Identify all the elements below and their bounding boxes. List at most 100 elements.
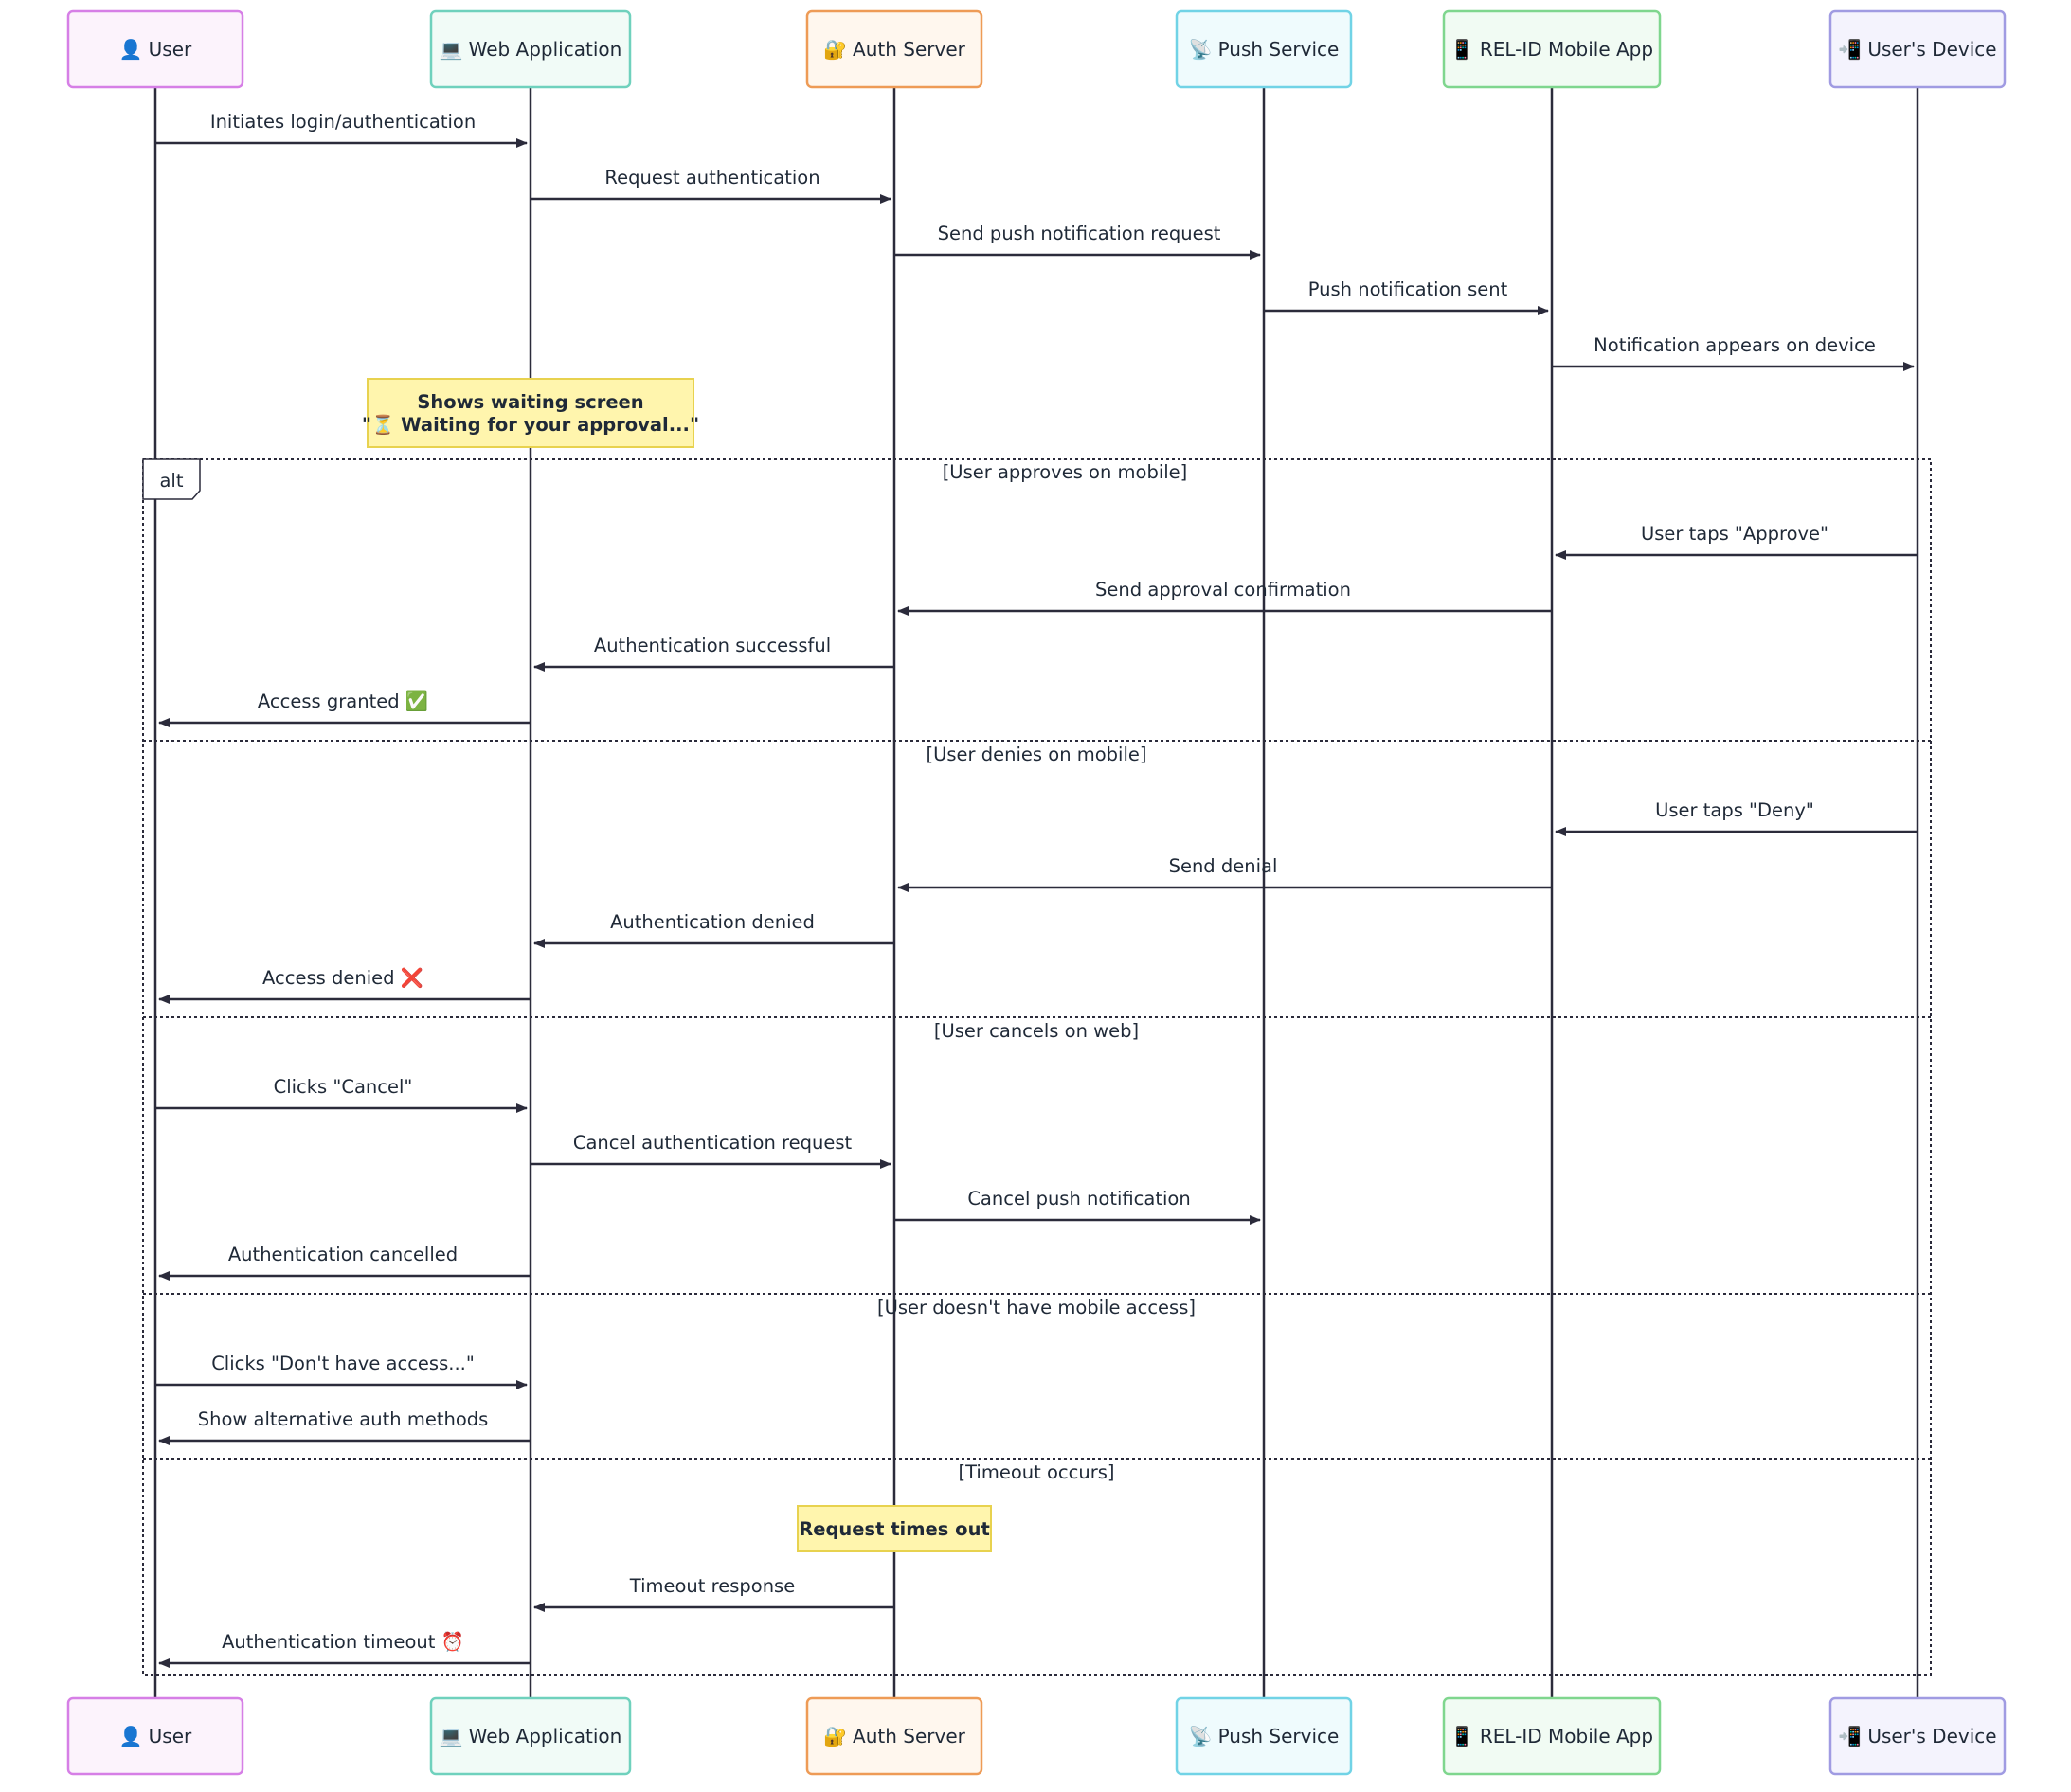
note-box bbox=[797, 1505, 992, 1552]
participant-icon: 🔐 bbox=[823, 1725, 847, 1747]
participant-web-top: 💻Web Application bbox=[429, 9, 632, 89]
message: Access granted ✅ bbox=[158, 690, 531, 727]
participant-name: REL-ID Mobile App bbox=[1480, 1725, 1653, 1747]
notes: Shows waiting screen "⏳ Waiting for your… bbox=[362, 378, 992, 1552]
participant-icon: 📡 bbox=[1189, 1724, 1213, 1747]
message-label: Request authentication bbox=[604, 167, 819, 188]
participant-box bbox=[1442, 1696, 1662, 1776]
message-label: Cancel authentication request bbox=[573, 1132, 853, 1154]
participant-auth-bottom: 🔐 Auth Server bbox=[805, 1696, 983, 1776]
participant-icon: 👤 bbox=[119, 38, 143, 61]
participant-label: 📱 REL-ID Mobile App bbox=[1450, 1725, 1653, 1747]
participant-icon: 💻 bbox=[440, 1725, 463, 1747]
message: Show alternative auth methods bbox=[158, 1408, 531, 1445]
participant-box bbox=[805, 9, 983, 89]
message: Send approval confirmation bbox=[897, 579, 1552, 616]
participant-name: Push Service bbox=[1218, 38, 1340, 61]
message: Authentication cancelled bbox=[158, 1244, 531, 1281]
alt-condition-cancel: [User cancels on web] bbox=[934, 1020, 1139, 1042]
message: Clicks "Cancel" bbox=[155, 1076, 528, 1113]
participant-label: 👤 User bbox=[119, 1725, 192, 1747]
participant-name: User's Device bbox=[1867, 38, 1996, 61]
lifelines bbox=[153, 87, 1919, 1698]
message-label: Send push notification request bbox=[938, 223, 1221, 244]
message-label: Send approval confirmation bbox=[1095, 579, 1351, 600]
participant-box bbox=[1828, 9, 2007, 89]
message-label: Access granted ✅ bbox=[258, 690, 428, 712]
alt-condition-deny: [User denies on mobile] bbox=[927, 744, 1147, 765]
message: Authentication successful bbox=[533, 635, 894, 672]
participant-icon: 📱 bbox=[1450, 1725, 1474, 1747]
participant-box bbox=[1175, 9, 1353, 89]
message: Timeout response bbox=[533, 1575, 894, 1612]
alt-label-tab bbox=[142, 458, 201, 500]
message: Push notification sent bbox=[1264, 278, 1549, 315]
message: Authentication denied bbox=[533, 911, 894, 948]
participant-label: 📲User's Device bbox=[1838, 1725, 1996, 1747]
message: Send push notification request bbox=[894, 223, 1261, 260]
message-label: Send denial bbox=[1169, 855, 1278, 877]
participant-box bbox=[805, 1696, 983, 1776]
message: Access denied ❌ bbox=[158, 967, 531, 1004]
note-waiting-screen: Shows waiting screen "⏳ Waiting for your… bbox=[362, 378, 699, 448]
participant-mobile-top: 📱 REL-ID Mobile App bbox=[1442, 9, 1662, 89]
participant-label: 🔐 Auth Server bbox=[823, 1725, 966, 1747]
participant-mobile-bottom: 📱 REL-ID Mobile App bbox=[1442, 1696, 1662, 1776]
participant-label: 👤User bbox=[119, 38, 192, 61]
participant-name: User bbox=[149, 1725, 192, 1747]
message-label: Clicks "Cancel" bbox=[274, 1076, 413, 1098]
message: Clicks "Don't have access..." bbox=[155, 1353, 528, 1389]
participant-box bbox=[1175, 1696, 1353, 1776]
participant-box bbox=[429, 1696, 632, 1776]
participant-user-top: 👤User bbox=[66, 9, 244, 89]
message-label: Cancel push notification bbox=[967, 1188, 1190, 1210]
participant-icon: 📲 bbox=[1838, 38, 1862, 61]
alt-condition-approve: [User approves on mobile] bbox=[943, 461, 1188, 483]
message: Notification appears on device bbox=[1552, 334, 1915, 371]
message: Initiates login/authentication bbox=[155, 111, 528, 148]
participant-name: Auth Server bbox=[853, 38, 966, 61]
message-label: Push notification sent bbox=[1308, 278, 1508, 300]
participant-push-bottom: 📡Push Service bbox=[1175, 1696, 1353, 1776]
message: User taps "Approve" bbox=[1555, 523, 1918, 560]
participant-auth-top: 🔐Auth Server bbox=[805, 9, 983, 89]
message-label: Clicks "Don't have access..." bbox=[211, 1353, 475, 1374]
participant-label: 📡Push Service bbox=[1189, 37, 1340, 61]
message: Send denial bbox=[897, 855, 1552, 892]
message-label: Notification appears on device bbox=[1594, 334, 1876, 356]
participant-icon: 📡 bbox=[1189, 37, 1213, 61]
participant-name: Auth Server bbox=[853, 1725, 966, 1747]
participant-name: Web Application bbox=[469, 38, 622, 61]
message-label: User taps "Deny" bbox=[1655, 799, 1814, 821]
participant-name: REL-ID Mobile App bbox=[1480, 38, 1653, 61]
alt-frame-border bbox=[142, 458, 1932, 1676]
message: Request authentication bbox=[531, 167, 891, 204]
participant-name: User's Device bbox=[1867, 1725, 1996, 1747]
message: Cancel authentication request bbox=[531, 1132, 891, 1169]
note-request-timeout: Request times out bbox=[797, 1505, 992, 1552]
note-line: Shows waiting screen bbox=[417, 391, 643, 413]
participant-icon: 👤 bbox=[119, 1725, 143, 1747]
participant-web-bottom: 💻 Web Application bbox=[429, 1696, 632, 1776]
alt-condition-timeout: [Timeout occurs] bbox=[959, 1461, 1115, 1483]
alt-label: alt bbox=[159, 470, 183, 492]
participant-name: Web Application bbox=[469, 1725, 622, 1747]
participant-box bbox=[1828, 1696, 2007, 1776]
participant-label: 🔐Auth Server bbox=[823, 38, 966, 61]
participant-box bbox=[429, 9, 632, 89]
participant-name: Push Service bbox=[1218, 1725, 1340, 1747]
message: Authentication timeout ⏰ bbox=[158, 1630, 531, 1668]
message-label: Show alternative auth methods bbox=[198, 1408, 489, 1430]
message-label: Timeout response bbox=[629, 1575, 795, 1597]
participant-icon: 📱 bbox=[1450, 38, 1474, 61]
participant-label: 💻Web Application bbox=[440, 38, 622, 61]
message-label: Authentication successful bbox=[594, 635, 831, 656]
participant-icon: 📲 bbox=[1838, 1725, 1862, 1747]
participant-device-top: 📲User's Device bbox=[1828, 9, 2007, 89]
note-line: "⏳ Waiting for your approval..." bbox=[362, 414, 699, 436]
message-label: User taps "Approve" bbox=[1641, 523, 1828, 545]
alt-frame: alt [User approves on mobile] [User deni… bbox=[142, 458, 1932, 1676]
message-label: Authentication denied bbox=[610, 911, 815, 933]
